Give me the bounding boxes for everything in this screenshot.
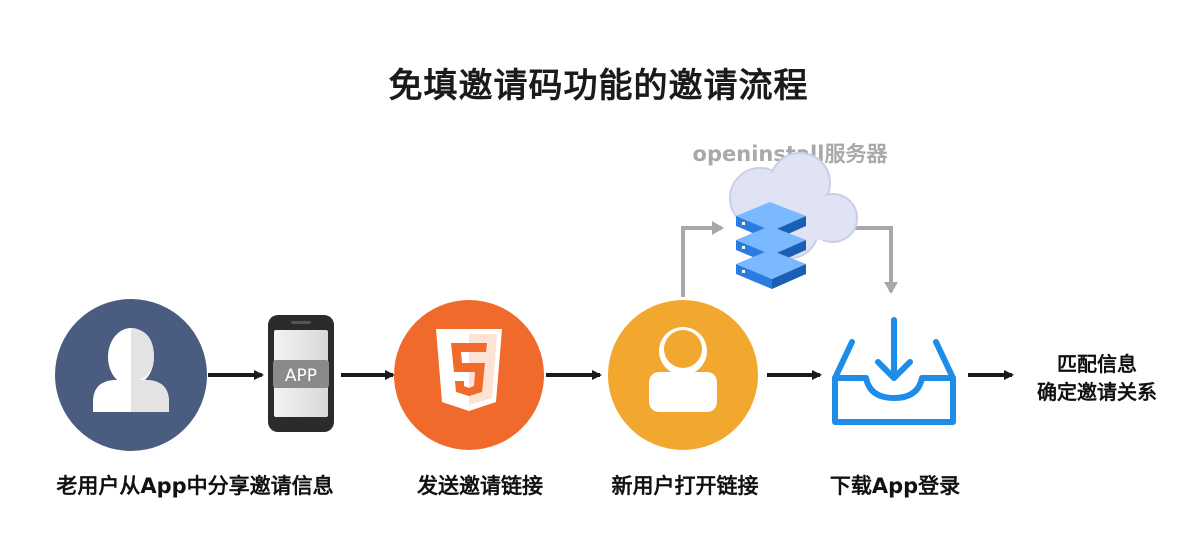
phone-icon bbox=[268, 315, 334, 432]
new-user-icon bbox=[608, 300, 758, 450]
result-text: 匹配信息 确定邀请关系 bbox=[1012, 350, 1182, 406]
page-title: 免填邀请码功能的邀请流程 bbox=[388, 66, 809, 106]
arrow-from-server bbox=[855, 226, 898, 294]
html5-icon bbox=[394, 300, 544, 450]
result-line-1: 匹配信息 bbox=[1057, 352, 1137, 376]
step-label-open-link: 新用户打开链接 bbox=[611, 474, 759, 498]
inbox-download-icon bbox=[832, 317, 956, 425]
user-avatar-icon bbox=[55, 299, 207, 451]
result-line-2: 确定邀请关系 bbox=[1037, 380, 1157, 404]
step-label-share: 老用户从App中分享邀请信息 bbox=[56, 474, 334, 498]
step-label-download-login: 下载App登录 bbox=[829, 474, 961, 498]
arrow-to-server bbox=[681, 221, 724, 297]
phone-app-badge: APP bbox=[285, 366, 317, 386]
server-stack-icon bbox=[736, 202, 806, 289]
step-label-send-link: 发送邀请链接 bbox=[417, 474, 543, 498]
cloud-server-icon bbox=[729, 152, 858, 289]
